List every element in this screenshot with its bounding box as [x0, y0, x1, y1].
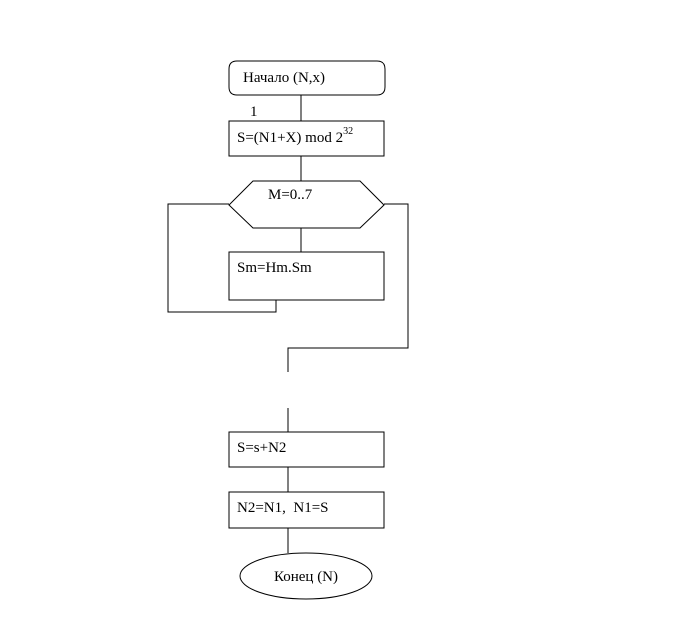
process-block-3 — [228, 491, 385, 529]
block3-text: N2=N1, N1=S — [237, 500, 329, 516]
block1-text: S=(N1+X) mod 2 — [237, 130, 343, 146]
block1-exponent: 32 — [343, 126, 353, 137]
connector-number-label: 1 — [250, 104, 258, 120]
loop-body-block — [228, 251, 385, 301]
block2-text: S=s+N2 — [237, 440, 286, 456]
loop-hexagon — [228, 180, 385, 229]
start-terminator — [228, 60, 386, 96]
loop-back-line — [167, 203, 277, 313]
svg-text:S=(N1+X) mod 232: S=(N1+X) mod 232 — [237, 126, 353, 146]
start-label: Начало (N,x) — [243, 70, 325, 86]
process-block-2 — [228, 431, 385, 468]
loop-body-text: Sm=Hm.Sm — [237, 260, 312, 276]
end-label: Конец (N) — [274, 569, 338, 585]
loop-exit-line — [287, 203, 409, 372]
process-block-1 — [228, 120, 385, 157]
end-terminator — [239, 552, 373, 600]
loop-label: M=0..7 — [268, 187, 313, 203]
